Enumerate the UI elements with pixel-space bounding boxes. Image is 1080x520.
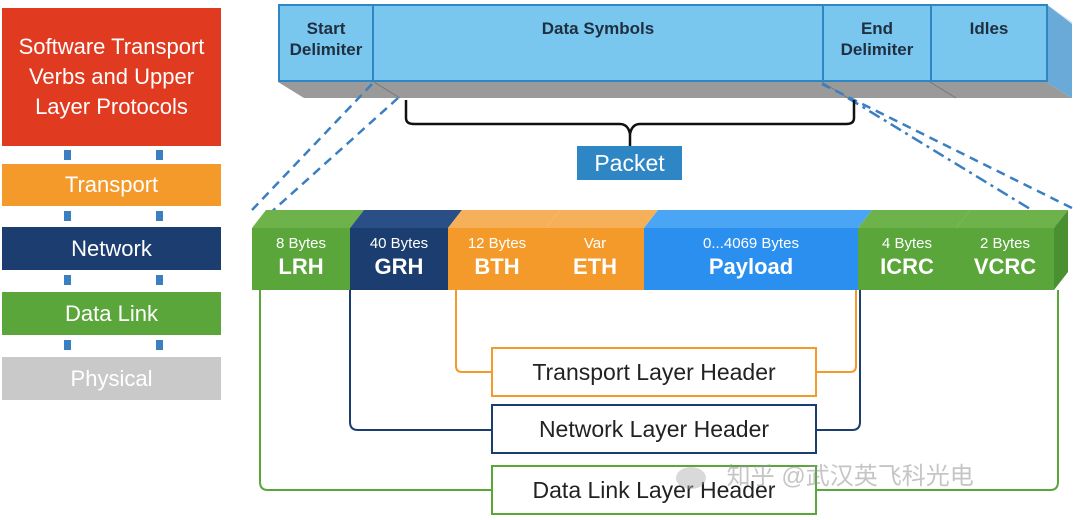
field-vcrc-name: VCRC: [973, 254, 1037, 279]
dashed-line-right: [847, 96, 1059, 228]
field-eth-bytes: Var: [583, 235, 607, 252]
connector-dash: [64, 211, 71, 221]
field-icrc-bytes: 4 Bytes: [881, 235, 933, 252]
field-bth-name: BTH: [474, 254, 520, 279]
packet-label: Packet: [577, 146, 682, 180]
watermark-icon: [676, 466, 706, 489]
frame-idles: Idles: [930, 4, 1048, 82]
connector-dash: [156, 275, 163, 285]
connector-dash: [156, 150, 163, 160]
layer-upper-label: Software Transport Verbs and Upper Layer…: [18, 34, 205, 119]
layer-data-link: Data Link: [2, 292, 221, 335]
idles-label: Idles: [969, 19, 1009, 38]
data-link-layer-header-label: Data Link Layer Header: [532, 476, 776, 503]
layer-physical: Physical: [2, 357, 221, 400]
connector-dash: [156, 340, 163, 350]
field-vcrc: 2 Bytes VCRC: [956, 228, 1054, 290]
network-bracket: [349, 290, 861, 431]
end-delimiter-label: End Delimiter: [840, 19, 914, 59]
field-grh-name: GRH: [374, 254, 424, 279]
start-delimiter-label: Start Delimiter: [289, 19, 363, 59]
field-grh-bytes: 40 Bytes: [369, 235, 429, 252]
data-link-bracket: [259, 290, 1059, 491]
layer-transport-label: Transport: [64, 172, 159, 197]
packet-brace: [404, 100, 856, 135]
layer-physical-label: Physical: [70, 365, 153, 391]
layer-transport: Transport: [2, 164, 221, 206]
connector-dash: [64, 150, 71, 160]
field-eth: Var ETH: [546, 228, 644, 290]
transport-bracket: [455, 290, 857, 373]
field-bth-bytes: 12 Bytes: [467, 235, 527, 252]
field-icrc-name: ICRC: [880, 254, 934, 279]
layer-upper-protocols: Software Transport Verbs and Upper Layer…: [2, 8, 221, 146]
dashed-line-left: [257, 97, 399, 225]
frame-bar-bottom-face: [278, 82, 1072, 98]
field-payload-bytes: 0...4069 Bytes: [703, 235, 799, 252]
field-grh: 40 Bytes GRH: [350, 228, 448, 290]
transport-layer-header: Transport Layer Header: [491, 347, 817, 397]
connector-dash: [156, 211, 163, 221]
field-eth-name: ETH: [573, 254, 617, 279]
transport-layer-header-label: Transport Layer Header: [532, 358, 776, 385]
data-link-layer-header: Data Link Layer Header: [491, 465, 817, 515]
frame-end-delimiter: End Delimiter: [822, 4, 932, 82]
frame-start-delimiter: Start Delimiter: [278, 4, 374, 82]
field-bth: 12 Bytes BTH: [448, 228, 546, 290]
packet-label-text: Packet: [594, 149, 665, 176]
network-layer-header: Network Layer Header: [491, 404, 817, 454]
dashed-line-left-2: [251, 83, 373, 211]
field-payload: 0...4069 Bytes Payload: [644, 228, 858, 290]
field-vcrc-bytes: 2 Bytes: [979, 235, 1031, 252]
layer-network: Network: [2, 227, 221, 270]
field-lrh-bytes: 8 Bytes: [275, 235, 327, 252]
field-payload-name: Payload: [708, 254, 794, 279]
data-symbols-label: Data Symbols: [541, 19, 655, 38]
frame-data-symbols: Data Symbols: [372, 4, 824, 82]
watermark-text: 知乎 @武汉英飞科光电: [726, 463, 974, 490]
network-layer-header-label: Network Layer Header: [538, 415, 770, 442]
layer-data-link-label: Data Link: [65, 300, 158, 326]
dashed-line-right-2: [821, 82, 1077, 212]
field-lrh: 8 Bytes LRH: [252, 228, 350, 290]
field-icrc: 4 Bytes ICRC: [858, 228, 956, 290]
connector-dash: [64, 275, 71, 285]
watermark: 知乎 @武汉英飞科光电: [676, 456, 974, 491]
field-lrh-name: LRH: [278, 254, 324, 279]
layer-network-label: Network: [71, 235, 152, 261]
frame-bar-right-face: [1046, 4, 1072, 98]
connector-dash: [64, 340, 71, 350]
